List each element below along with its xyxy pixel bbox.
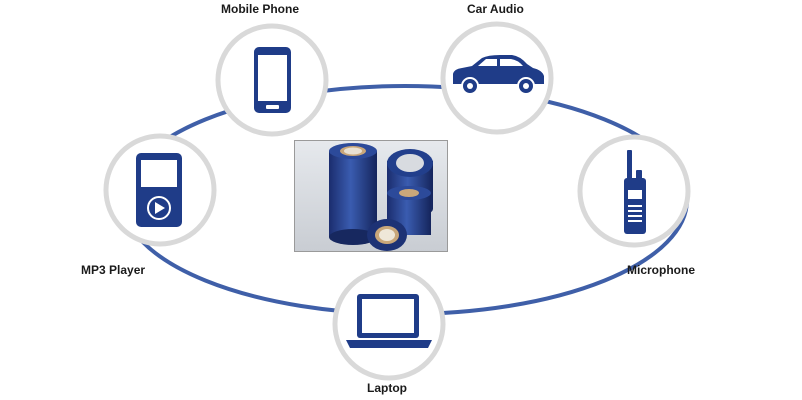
mobile-phone-icon	[254, 47, 291, 113]
label-mp3-player: MP3 Player	[81, 263, 146, 277]
center-photo-frame	[294, 140, 448, 252]
node-mp3-player	[103, 133, 217, 247]
label-car-audio: Car Audio	[467, 2, 524, 16]
label-laptop: Laptop	[367, 381, 407, 395]
node-microphone	[577, 134, 691, 248]
walkie-talkie-icon	[624, 150, 646, 234]
laptop-icon	[346, 294, 432, 348]
node-laptop	[332, 267, 446, 381]
label-microphone: Microphone	[627, 263, 695, 277]
car-icon	[453, 55, 544, 95]
mp3-player-icon	[136, 153, 182, 227]
tape-rolls-photo	[295, 141, 447, 251]
node-car-audio	[440, 21, 554, 135]
node-mobile-phone	[215, 23, 329, 137]
label-mobile-phone: Mobile Phone	[221, 2, 299, 16]
